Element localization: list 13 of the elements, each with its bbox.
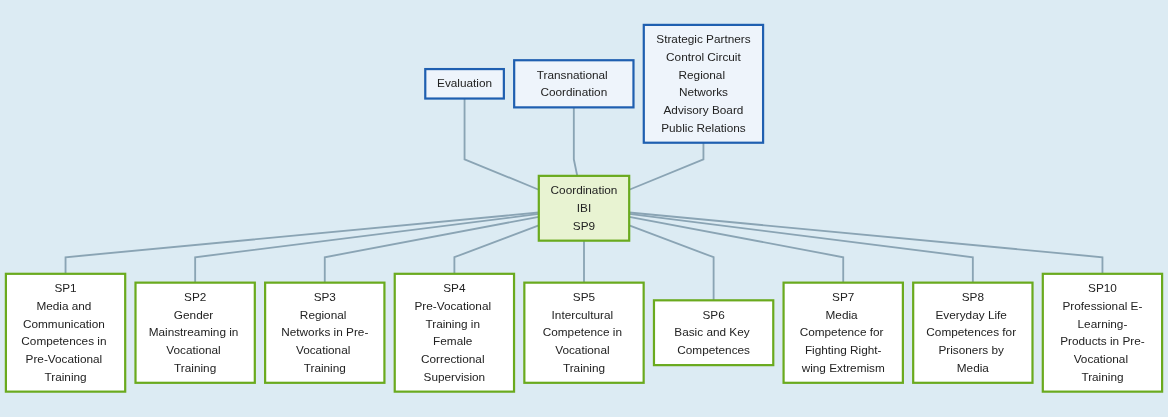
node-box: SP1 Media and Communication Competences in Pre-Vocational Training bbox=[4, 272, 127, 393]
node-box: SP2 Gender Mainstreaming in Vocational Training bbox=[134, 281, 256, 385]
node-box: SP4 Pre-Vocational Training in Female Correctional Supervision bbox=[393, 272, 516, 393]
node-box: SP5 Intercultural Competence in Vocational Training bbox=[523, 281, 645, 385]
node-box: SP6 Basic and Key Competences bbox=[652, 299, 775, 367]
node-box: SP10 Professional E-Learning-Products in Pre-Vocational Training bbox=[1041, 272, 1164, 393]
node-box: Transnational Coordination bbox=[513, 59, 635, 109]
node-box: Coordination IBI SP9 bbox=[537, 175, 631, 242]
node-box: Evaluation bbox=[424, 68, 505, 100]
node-box: SP3 Regional Networks in Pre-Vocational Training bbox=[264, 281, 386, 385]
node-box: SP7 Media Competence for Fighting Right-wing Extremism bbox=[782, 281, 904, 385]
node-box: SP8 Everyday Life Competences for Prisoners by Media bbox=[912, 281, 1034, 385]
node-box: Strategic Partners Control Circuit Regional Networks Advisory Board Public Relations bbox=[642, 24, 765, 145]
